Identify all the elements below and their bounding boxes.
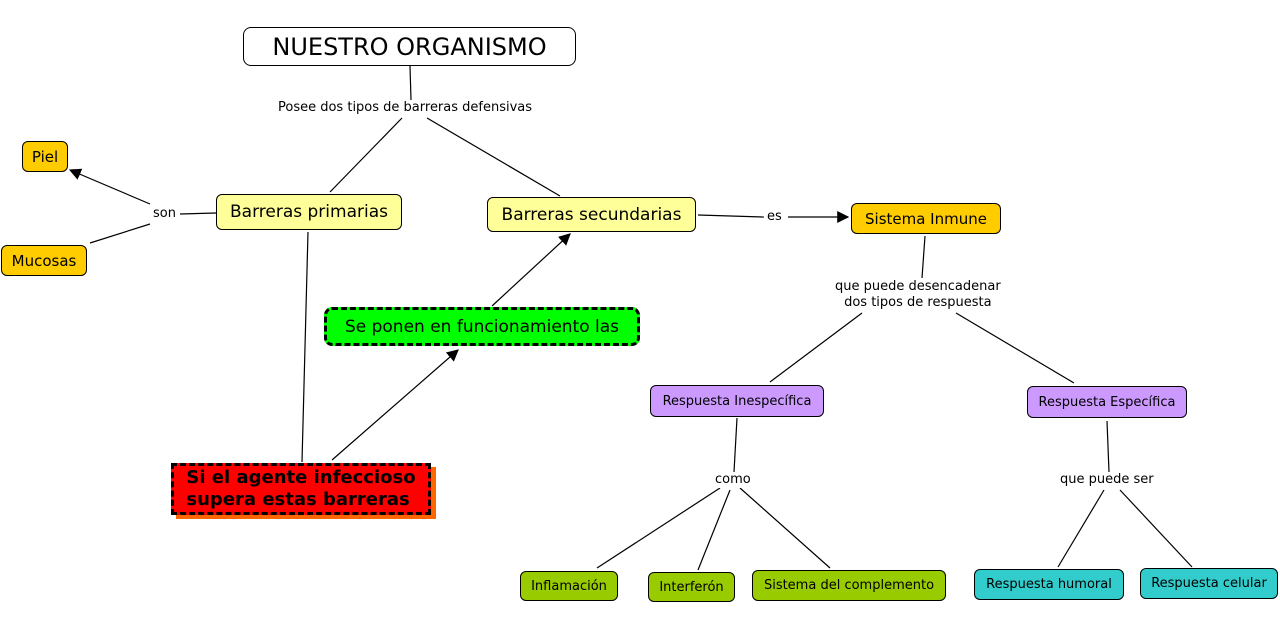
arrow-seponen-secundarias bbox=[491, 233, 571, 307]
linking-phrase-es: es bbox=[765, 209, 784, 225]
concept-respuesta-especifica[interactable]: Respuesta Específica bbox=[1027, 386, 1187, 418]
line-inmune-quepuede bbox=[921, 235, 926, 279]
line-son-mucosas bbox=[89, 223, 151, 244]
concept-respuesta-humoral[interactable]: Respuesta humoral bbox=[974, 569, 1124, 600]
linking-phrase-como: como bbox=[713, 472, 753, 488]
line-quepuedeser-celular bbox=[1119, 489, 1193, 568]
concept-barreras-secundarias[interactable]: Barreras secundarias bbox=[487, 197, 696, 232]
concept-piel[interactable]: Piel bbox=[22, 141, 68, 172]
arrow-agente-seponen bbox=[331, 349, 459, 461]
line-primarias-son bbox=[179, 212, 217, 215]
title-node[interactable]: NUESTRO ORGANISMO bbox=[243, 27, 576, 66]
line-quepuedeser-humoral bbox=[1057, 489, 1105, 568]
concept-sistema-complemento[interactable]: Sistema del complemento bbox=[752, 570, 946, 601]
concept-se-ponen[interactable]: Se ponen en funcionamiento las bbox=[324, 307, 640, 346]
arrow-son-piel bbox=[68, 168, 151, 205]
line-quepuede-especifica bbox=[955, 312, 1075, 384]
concept-inflamacion[interactable]: Inflamación bbox=[520, 571, 618, 601]
line-como-inflamacion bbox=[596, 487, 721, 569]
linking-phrase-son: son bbox=[151, 206, 178, 222]
concept-respuesta-inespecifica[interactable]: Respuesta Inespecífica bbox=[650, 385, 824, 417]
line-quepuede-inespecifica bbox=[769, 312, 863, 383]
line-primarias-agente bbox=[301, 231, 309, 463]
concept-barreras-primarias[interactable]: Barreras primarias bbox=[216, 194, 402, 230]
line-posee-primarias bbox=[329, 117, 403, 193]
concept-interferon[interactable]: Interferón bbox=[648, 572, 735, 602]
line-inespecifica-como bbox=[733, 417, 738, 473]
linking-phrase-posee: Posee dos tipos de barreras defensivas bbox=[276, 100, 535, 116]
line-como-complemento bbox=[739, 487, 831, 569]
linking-phrase-que-puede-desencadenar: que puede desencadenar dos tipos de resp… bbox=[833, 279, 1003, 311]
line-secundarias-es bbox=[697, 214, 765, 218]
concept-mucosas[interactable]: Mucosas bbox=[1, 245, 87, 276]
line-posee-secundarias bbox=[426, 117, 561, 197]
line-como-interferon bbox=[697, 489, 731, 571]
concept-sistema-inmune[interactable]: Sistema Inmune bbox=[851, 203, 1001, 234]
line-especifica-quepuede-ser bbox=[1106, 420, 1110, 473]
line-title-posee bbox=[409, 65, 412, 101]
linking-phrase-que-puede-ser: que puede ser bbox=[1058, 472, 1156, 488]
concept-respuesta-celular[interactable]: Respuesta celular bbox=[1140, 568, 1278, 599]
concept-si-el-agente[interactable]: Si el agente infeccioso supera estas bar… bbox=[171, 463, 431, 515]
